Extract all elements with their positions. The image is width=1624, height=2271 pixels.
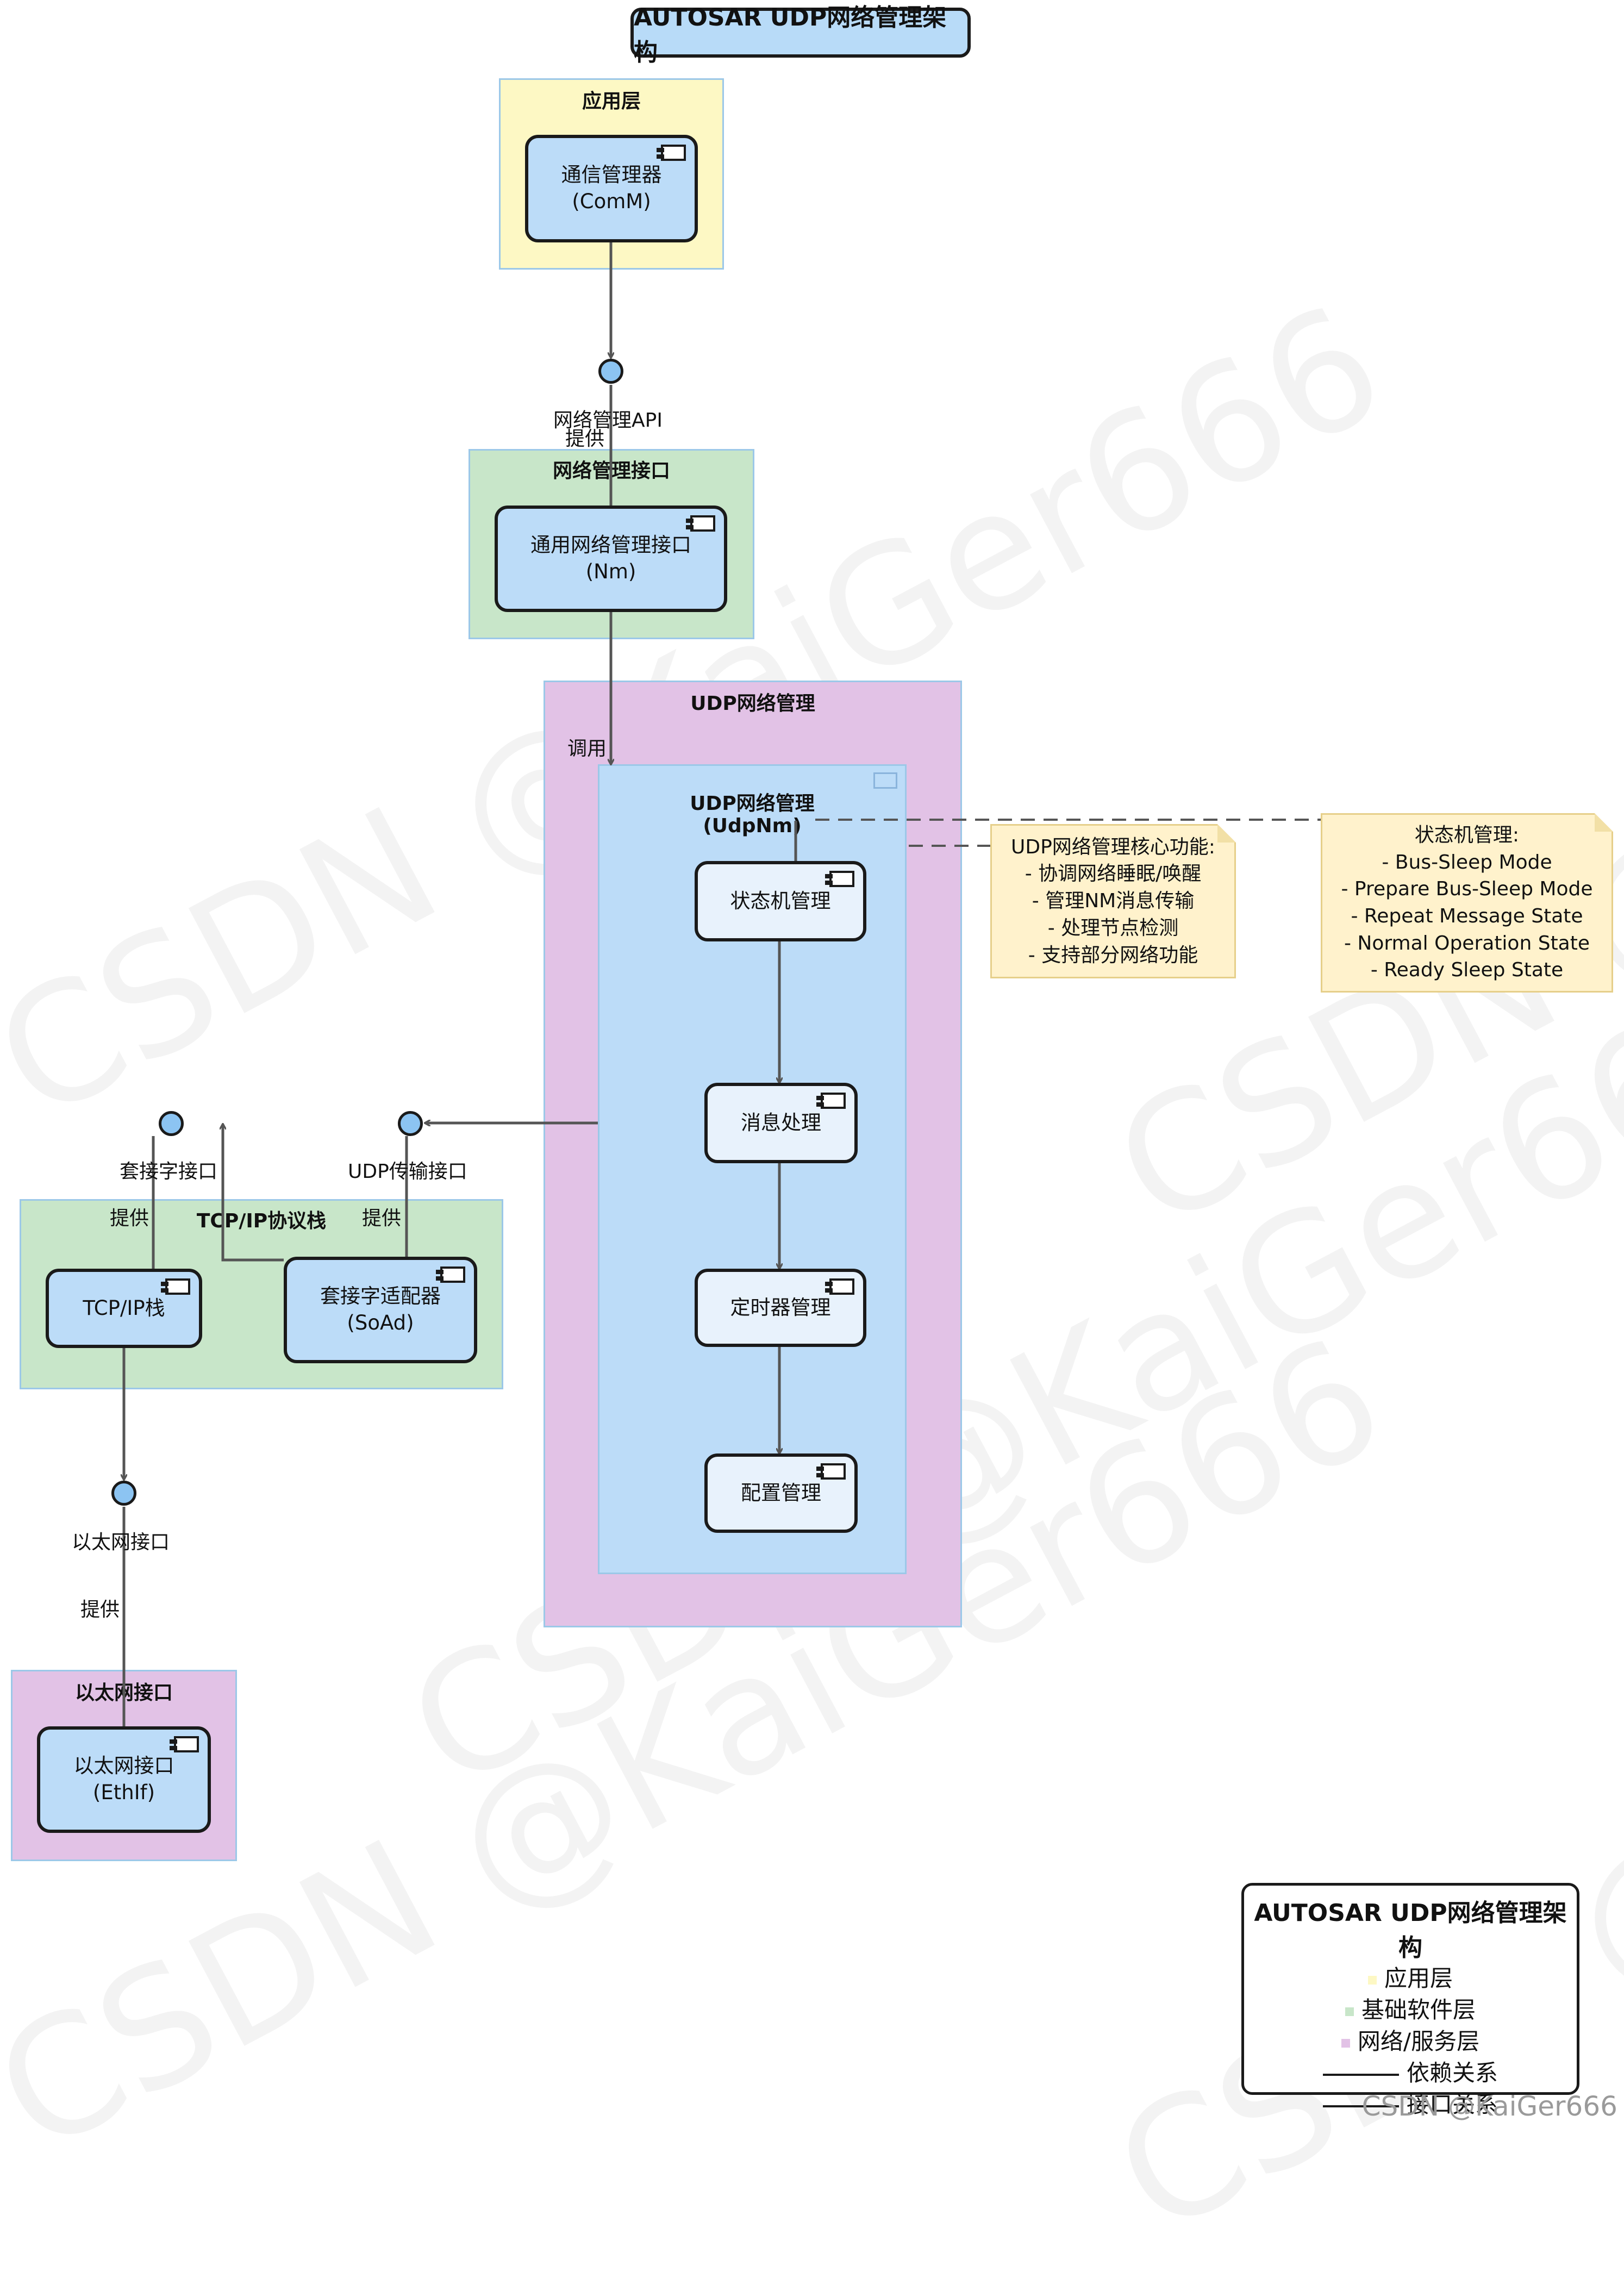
note-line: UDP网络管理核心功能: bbox=[1011, 835, 1215, 858]
interface-udp-transport[interactable] bbox=[398, 1111, 423, 1136]
legend-swatch bbox=[1367, 1975, 1377, 1985]
interface-label-udp-transport: UDP传输接口 bbox=[348, 1161, 467, 1183]
component-label: 配置管理 bbox=[741, 1481, 821, 1505]
component-label: 定时器管理 bbox=[730, 1295, 831, 1319]
legend-item-interface: 接口关系 bbox=[1244, 2089, 1577, 2120]
package-title: 应用层 bbox=[582, 90, 641, 113]
legend-item-dependency: 依赖关系 bbox=[1244, 2057, 1577, 2089]
component-state-machine[interactable]: 状态机管理 bbox=[695, 861, 866, 941]
note-line: - Repeat Message State bbox=[1351, 905, 1583, 927]
package-subtitle: (UdpNm) bbox=[703, 815, 802, 837]
package-title: TCP/IP协议栈 bbox=[196, 1210, 327, 1232]
relation-label-call: 调用 bbox=[567, 738, 607, 760]
note-core-functions: UDP网络管理核心功能: - 协调网络睡眠/唤醒 - 管理NM消息传输 - 处理… bbox=[990, 824, 1236, 978]
connector-layer bbox=[0, 241, 1321, 1729]
note-fold bbox=[1595, 813, 1613, 832]
component-icon bbox=[161, 1278, 190, 1295]
note-line: - 支持部分网络功能 bbox=[1028, 944, 1198, 966]
component-tcpip-stack[interactable]: TCP/IP栈 bbox=[46, 1269, 202, 1348]
component-soad[interactable]: 套接字适配器 (SoAd) bbox=[284, 1257, 477, 1363]
legend-label: 依赖关系 bbox=[1406, 2060, 1498, 2086]
component-message-processing[interactable]: 消息处理 bbox=[704, 1083, 858, 1163]
legend-item-bsw-layer: 基础软件层 bbox=[1244, 1994, 1577, 2026]
relation-label-provide: 提供 bbox=[80, 1599, 120, 1621]
component-icon bbox=[873, 772, 897, 789]
note-line: - 协调网络睡眠/唤醒 bbox=[1025, 863, 1202, 885]
component-ethif[interactable]: 以太网接口 (EthIf) bbox=[37, 1726, 211, 1833]
legend-swatch bbox=[1341, 2038, 1350, 2048]
component-nm[interactable]: 通用网络管理接口 (Nm) bbox=[495, 506, 727, 612]
note-line: - Prepare Bus-Sleep Mode bbox=[1341, 878, 1593, 901]
component-config-management[interactable]: 配置管理 bbox=[704, 1453, 858, 1533]
component-timer-management[interactable]: 定时器管理 bbox=[695, 1269, 866, 1347]
legend-item-network-layer: 网络/服务层 bbox=[1244, 2026, 1577, 2057]
component-icon bbox=[825, 871, 854, 887]
note-line: 状态机管理: bbox=[1414, 823, 1520, 846]
interface-label-ethernet: 以太网接口 bbox=[72, 1531, 170, 1553]
interface-label-nm-api: 网络管理API bbox=[553, 409, 663, 432]
relation-label-provide: 提供 bbox=[362, 1207, 402, 1230]
relation-label-provide: 提供 bbox=[565, 428, 605, 450]
note-state-machine: 状态机管理: - Bus-Sleep Mode - Prepare Bus-Sl… bbox=[1321, 813, 1613, 993]
soad-to-socket-line bbox=[223, 1124, 284, 1262]
component-icon bbox=[170, 1736, 199, 1752]
component-sublabel: (SoAd) bbox=[347, 1311, 414, 1334]
note-line: - Normal Operation State bbox=[1344, 932, 1590, 954]
note-line: - 管理NM消息传输 bbox=[1032, 890, 1195, 913]
component-icon bbox=[825, 1278, 854, 1295]
component-sublabel: (ComM) bbox=[572, 190, 651, 213]
component-icon bbox=[686, 515, 715, 532]
footer-credit: CSDN @KaiGer666 bbox=[1361, 2091, 1617, 2122]
component-label: 通用网络管理接口 bbox=[530, 533, 691, 557]
legend-label: 应用层 bbox=[1384, 1965, 1453, 1992]
legend-label: 基础软件层 bbox=[1361, 1997, 1476, 2023]
package-title: UDP网络管理 bbox=[690, 793, 815, 815]
component-label: TCP/IP栈 bbox=[83, 1296, 165, 1320]
legend-line bbox=[1322, 2073, 1399, 2076]
legend-swatch bbox=[1345, 2007, 1354, 2016]
note-line: - Ready Sleep State bbox=[1370, 959, 1564, 982]
legend-title: AUTOSAR UDP网络管理架构 bbox=[1254, 1899, 1567, 1962]
legend-line bbox=[1322, 2105, 1399, 2107]
diagram-title: AUTOSAR UDP网络管理架构 bbox=[630, 4, 971, 66]
legend-label: 接口关系 bbox=[1406, 2091, 1498, 2118]
package-title: UDP网络管理 bbox=[690, 692, 815, 715]
note-line: - 处理节点检测 bbox=[1047, 916, 1179, 939]
interface-label-socket: 套接字接口 bbox=[120, 1161, 218, 1183]
legend-label: 网络/服务层 bbox=[1357, 2028, 1480, 2055]
legend: AUTOSAR UDP网络管理架构 应用层 基础软件层 网络/服务层 依赖关系 … bbox=[1241, 1883, 1579, 2118]
component-icon bbox=[657, 145, 686, 161]
component-label: 通信管理器 bbox=[561, 163, 662, 187]
component-label: 状态机管理 bbox=[730, 889, 831, 913]
component-icon bbox=[436, 1266, 465, 1283]
interface-socket[interactable] bbox=[159, 1111, 184, 1136]
component-sublabel: (Nm) bbox=[585, 560, 636, 583]
component-comm[interactable]: 通信管理器 (ComM) bbox=[525, 135, 698, 242]
note-line: - Bus-Sleep Mode bbox=[1382, 851, 1552, 874]
interface-nm-api[interactable] bbox=[598, 359, 623, 384]
relation-label-provide: 提供 bbox=[110, 1207, 149, 1230]
component-label: 套接字适配器 bbox=[320, 1284, 441, 1308]
component-label: 消息处理 bbox=[741, 1110, 821, 1134]
component-icon bbox=[816, 1463, 846, 1480]
component-sublabel: (EthIf) bbox=[92, 1781, 155, 1804]
legend-item-app-layer: 应用层 bbox=[1244, 1963, 1577, 1994]
component-icon bbox=[816, 1093, 846, 1109]
component-label: 以太网接口 bbox=[73, 1754, 174, 1778]
note-fold bbox=[1217, 824, 1236, 843]
interface-ethernet[interactable] bbox=[111, 1481, 136, 1506]
